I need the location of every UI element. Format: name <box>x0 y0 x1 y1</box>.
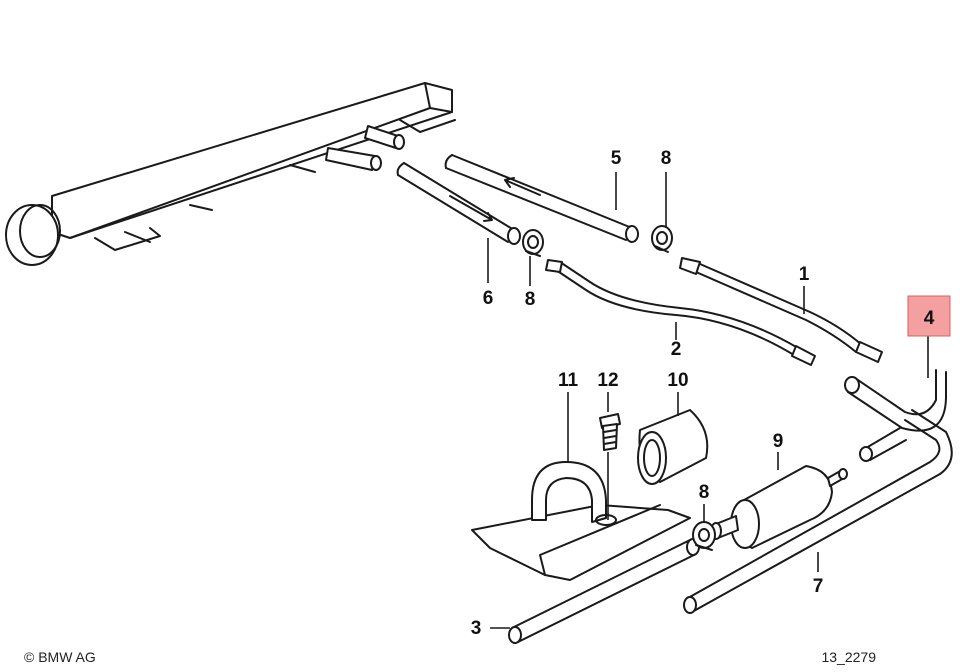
hose-5 <box>444 154 639 243</box>
part-label-8-middle[interactable]: 8 <box>525 289 536 310</box>
part-label-5[interactable]: 5 <box>611 148 622 169</box>
part-label-1[interactable]: 1 <box>799 264 810 285</box>
bolt <box>599 413 621 451</box>
fuel-pipe-2 <box>545 259 816 366</box>
hose-6 <box>396 162 521 245</box>
hose-clamp-upper-left <box>522 229 544 257</box>
part-label-8-upper[interactable]: 8 <box>661 148 672 169</box>
part-label-11[interactable]: 11 <box>558 370 579 391</box>
fuel-pipe-1 <box>679 257 883 363</box>
part-4-highlight <box>907 295 951 337</box>
copyright: © BMW AG <box>24 649 96 665</box>
part-label-9[interactable]: 9 <box>773 431 784 452</box>
drawing-number: 13_2279 <box>821 649 876 665</box>
bracket <box>471 461 691 581</box>
leader-lines <box>487 172 929 629</box>
part-label-2[interactable]: 2 <box>671 339 682 360</box>
part-label-8-lower[interactable]: 8 <box>699 482 710 503</box>
part-label-12[interactable]: 12 <box>597 370 618 391</box>
hose-clamp-lower <box>692 521 716 551</box>
part-label-6[interactable]: 6 <box>483 288 494 309</box>
rubber-ring <box>637 409 709 485</box>
part-label-4[interactable]: 4 <box>924 308 935 329</box>
hose-clamp-upper-right <box>651 225 673 253</box>
part-label-7[interactable]: 7 <box>813 576 824 597</box>
part-label-10[interactable]: 10 <box>667 370 688 391</box>
fuel-rail <box>5 82 456 266</box>
hose-4 <box>844 369 947 432</box>
fuel-filter <box>710 465 848 549</box>
part-label-3[interactable]: 3 <box>471 618 482 639</box>
fuel-pipe-7 <box>683 409 953 614</box>
